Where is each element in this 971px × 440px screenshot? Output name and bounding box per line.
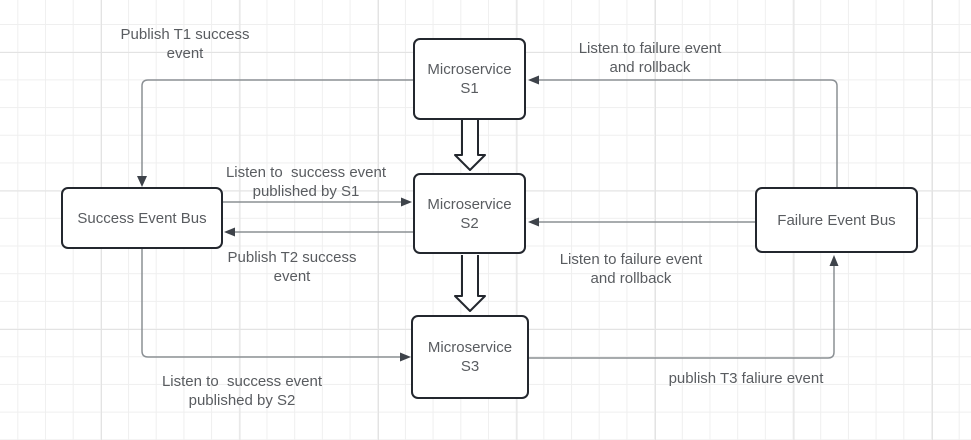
node-failure-event-bus-label: Failure Event Bus <box>777 211 895 230</box>
edge-label-line: and rollback <box>609 59 691 76</box>
node-label-line: S3 <box>460 358 480 375</box>
node-label-line: Microservice <box>427 195 512 213</box>
node-microservice-s2-label: Microservice S2 <box>427 195 511 233</box>
node-success-event-bus-label: Success Event Bus <box>77 209 206 228</box>
arrowhead-left-icon <box>224 227 235 237</box>
node-microservice-s1-label: Microservice S1 <box>427 60 511 98</box>
edge-label-listen-failure-s1[interactable]: Listen to failure event and rollback <box>560 39 740 77</box>
edge-label-publish-t2[interactable]: Publish T2 success event <box>202 248 382 286</box>
arrowhead-left-icon <box>528 217 539 227</box>
connector-listen-success-s2[interactable] <box>141 249 411 362</box>
node-label-line: Success Event Bus <box>77 209 207 227</box>
edge-label-listen-failure-s2[interactable]: Listen to failure event and rollback <box>541 250 721 288</box>
edge-label-line: published by S2 <box>188 392 296 409</box>
connector-listen-success-s2-path[interactable] <box>141 249 400 358</box>
node-label-line: S1 <box>460 80 479 97</box>
edge-label-line: event <box>166 45 204 62</box>
connector-publish-t3-path[interactable] <box>529 266 835 359</box>
edge-label-line: Listen to success event <box>225 164 387 181</box>
node-label-line: S2 <box>460 214 479 232</box>
block-arrow-s1-to-s2[interactable] <box>454 120 486 171</box>
edge-label-line: and rollback <box>590 270 672 287</box>
edge-label-publish-t3[interactable]: publish T3 faliure event <box>646 369 846 388</box>
block-arrow-s2-to-s3[interactable] <box>454 255 486 312</box>
connector-listen-success-s1[interactable] <box>223 197 412 207</box>
edge-label-line: Publish T2 success <box>227 249 357 266</box>
edge-label-line: Listen to failure event <box>578 40 722 57</box>
connector-publish-t1-path[interactable] <box>141 79 413 176</box>
node-success-event-bus[interactable]: Success Event Bus <box>61 187 223 249</box>
connector-publish-t3[interactable] <box>529 255 839 359</box>
connector-listen-failure-s1-path[interactable] <box>539 79 838 187</box>
node-label-line: Microservice <box>427 61 512 78</box>
arrowhead-left-icon <box>528 75 539 85</box>
edge-label-line: Listen to success event <box>161 373 323 390</box>
node-microservice-s3-label: Microservice S3 <box>428 338 512 376</box>
edge-label-line: Listen to failure event <box>559 251 703 268</box>
node-microservice-s2[interactable]: Microservice S2 <box>413 173 526 254</box>
edge-label-line: event <box>273 268 311 285</box>
arrowhead-down-icon <box>137 176 147 187</box>
node-microservice-s1[interactable]: Microservice S1 <box>413 38 526 120</box>
arrowhead-right-icon <box>400 352 411 362</box>
arrowhead-right-icon <box>401 197 412 207</box>
edge-label-line: Publish T1 success <box>120 26 250 43</box>
edge-label-listen-success-s1[interactable]: Listen to success event published by S1 <box>216 163 396 201</box>
connector-listen-failure-s1[interactable] <box>528 75 838 188</box>
node-label-line: Microservice <box>427 339 513 356</box>
connector-publish-t2[interactable] <box>224 227 413 237</box>
node-microservice-s3[interactable]: Microservice S3 <box>411 315 529 399</box>
connector-publish-t1[interactable] <box>137 79 413 187</box>
arrowhead-up-icon <box>829 255 839 266</box>
edge-label-publish-t1[interactable]: Publish T1 success event <box>95 25 275 63</box>
node-label-line: Failure Event Bus <box>777 211 896 229</box>
edge-label-listen-success-s2[interactable]: Listen to success event published by S2 <box>152 372 332 410</box>
node-failure-event-bus[interactable]: Failure Event Bus <box>755 187 918 253</box>
edge-label-line: published by S1 <box>252 183 360 200</box>
connector-listen-failure-s2[interactable] <box>528 217 755 227</box>
edge-label-line: publish T3 faliure event <box>668 370 824 387</box>
